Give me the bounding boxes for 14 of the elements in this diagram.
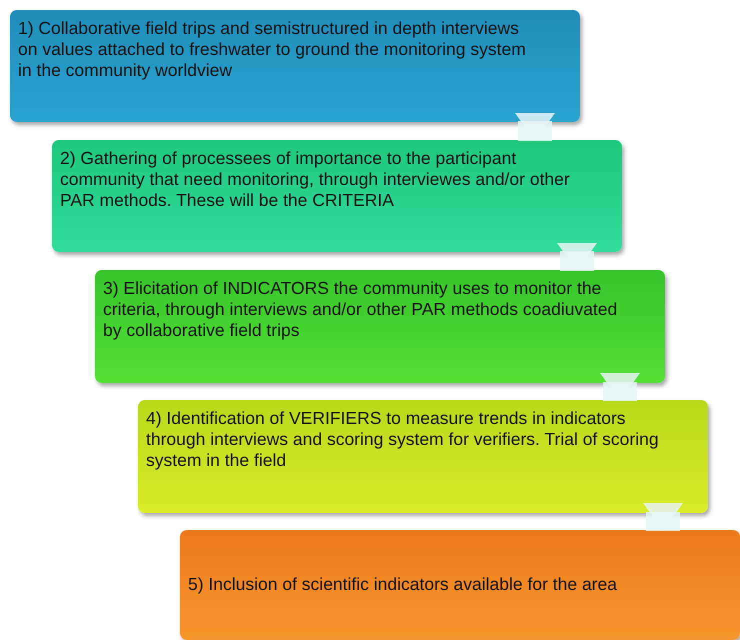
block-arrow <box>557 243 597 271</box>
step-text: 4) Identification of VERIFIERS to measure trends in indicators through interviews and scoring system for verifiers. Trial of scoring system in the field <box>146 408 660 471</box>
process-box <box>10 10 580 122</box>
process-box <box>138 400 708 513</box>
block-arrow <box>643 503 683 531</box>
process-box <box>180 530 740 640</box>
step-text: 3) Elicitation of INDICATORS the community uses to monitor the criteria, through interviews and/or other PAR methods coadiuvated by collaborative field trips <box>103 278 618 341</box>
block-arrow <box>600 373 640 401</box>
process-box <box>52 140 622 252</box>
step-text: 1) Collaborative field trips and semistructured in depth interviews on values attached to freshwater to ground the monitoring system in the community worldview <box>18 18 527 81</box>
block-arrow <box>515 113 555 141</box>
process-box <box>95 270 665 383</box>
step-text: 2) Gathering of processees of importance to the participant community that need monitoring, through interviewes and/or other PAR methods. These will be the CRITERIA <box>60 148 571 211</box>
step-text: 5) Inclusion of scientific indicators available for the area <box>188 574 618 595</box>
